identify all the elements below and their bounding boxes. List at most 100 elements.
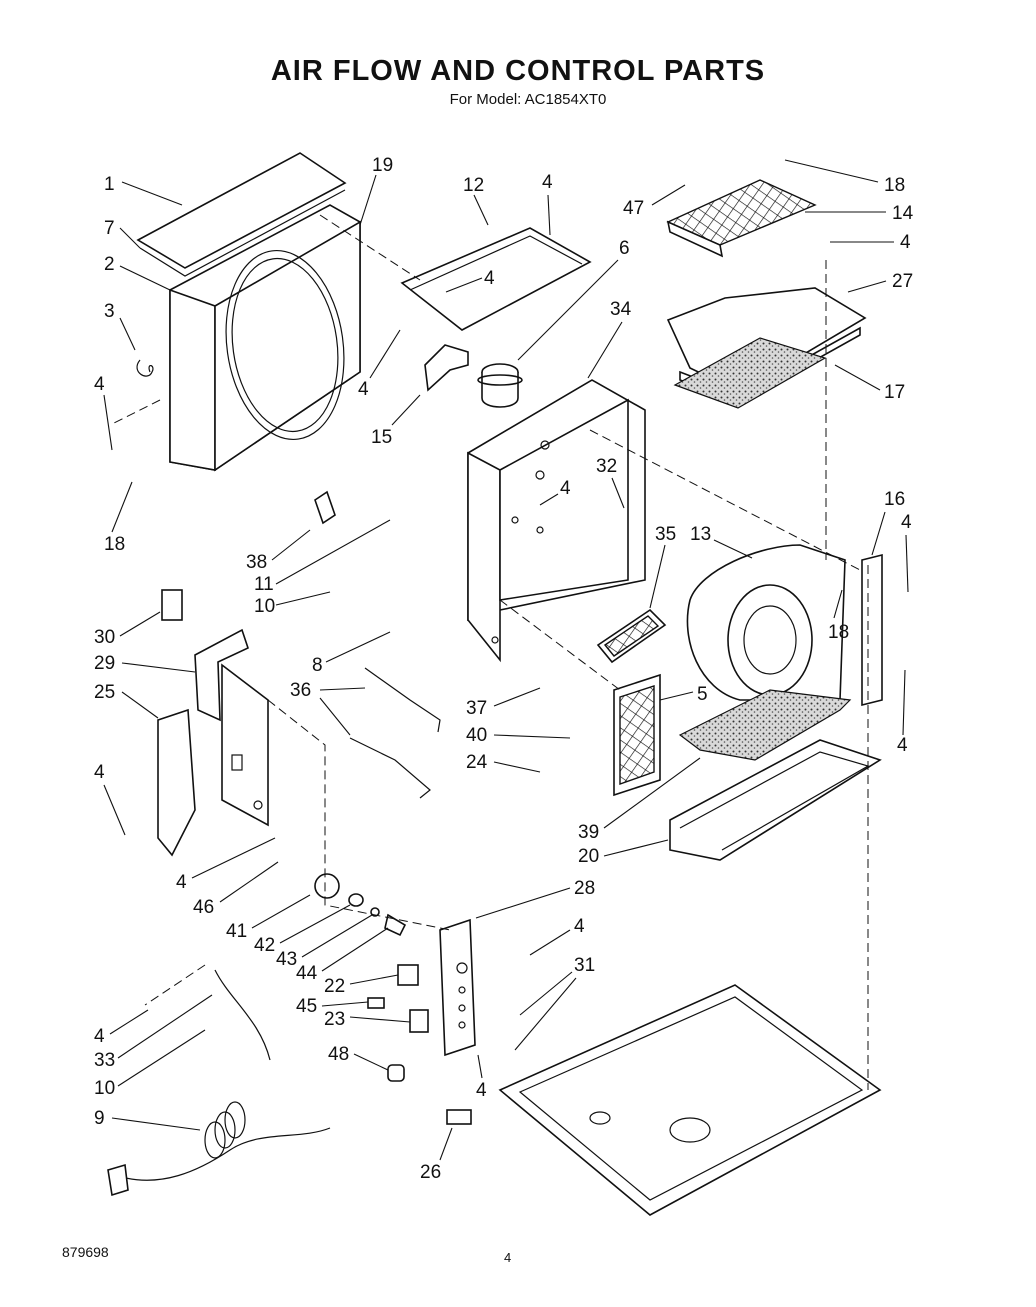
- svg-text:48: 48: [328, 1044, 349, 1065]
- svg-text:4: 4: [176, 872, 187, 893]
- callout-10a: 10: [254, 591, 331, 617]
- model-subtitle: For Model: AC1854XT0: [449, 91, 607, 108]
- cover-plate: [400, 227, 592, 331]
- thermostat: [384, 913, 407, 937]
- svg-text:46: 46: [193, 897, 214, 918]
- front-panel: [169, 204, 361, 472]
- callout-4c: 4: [445, 268, 495, 293]
- svg-text:24: 24: [466, 752, 488, 773]
- callout-47: 47: [623, 184, 686, 219]
- svg-text:4: 4: [94, 762, 105, 783]
- louver-grille-lower: [613, 673, 661, 797]
- svg-text:29: 29: [94, 653, 115, 674]
- callout-4b: 4: [542, 172, 553, 236]
- callout-4h: 4: [897, 669, 908, 756]
- callout-12: 12: [463, 175, 489, 226]
- svg-text:4: 4: [900, 232, 911, 253]
- callout-26: 26: [420, 1127, 453, 1183]
- blower-housing: [686, 544, 846, 701]
- svg-text:25: 25: [94, 682, 115, 703]
- callout-4e: 4: [830, 232, 911, 253]
- svg-text:17: 17: [884, 382, 905, 403]
- callout-labels: 1 7 2 3 4 18 19 12 4 4 6 34 15 4 47 18 1…: [94, 155, 914, 1183]
- callout-24: 24: [466, 752, 541, 773]
- callout-43: 43: [276, 914, 373, 970]
- callout-28: 28: [475, 878, 595, 919]
- callout-15: 15: [371, 394, 421, 448]
- page-number: 4: [504, 1250, 512, 1265]
- svg-text:32: 32: [596, 456, 617, 477]
- callout-48: 48: [328, 1044, 389, 1071]
- callout-37: 37: [466, 687, 541, 719]
- knob-washer: [370, 907, 380, 917]
- svg-text:10: 10: [94, 1078, 115, 1099]
- shroud-top: [666, 287, 867, 409]
- callout-9: 9: [94, 1108, 201, 1131]
- svg-text:31: 31: [574, 955, 595, 976]
- svg-text:4: 4: [574, 916, 585, 937]
- callout-41: 41: [226, 894, 311, 942]
- svg-text:4: 4: [560, 478, 571, 499]
- callout-5: 5: [659, 684, 708, 705]
- callout-27: 27: [847, 271, 913, 293]
- callout-42: 42: [254, 904, 351, 956]
- callout-35: 35: [649, 524, 676, 609]
- svg-text:47: 47: [623, 198, 644, 219]
- svg-text:9: 9: [94, 1108, 105, 1129]
- callout-18c: 18: [828, 589, 849, 643]
- callout-29: 29: [94, 653, 196, 674]
- svg-text:42: 42: [254, 935, 275, 956]
- svg-text:7: 7: [104, 218, 115, 239]
- svg-text:4: 4: [94, 374, 105, 395]
- power-cord: [107, 969, 331, 1197]
- callout-11: 11: [254, 519, 391, 595]
- callout-1: 1: [104, 174, 183, 206]
- document-number: 879698: [62, 1244, 109, 1260]
- drain-pan: [669, 739, 882, 861]
- svg-text:36: 36: [290, 680, 311, 701]
- svg-text:12: 12: [463, 175, 484, 196]
- svg-text:4: 4: [476, 1080, 487, 1101]
- callout-7: 7: [104, 218, 141, 249]
- callout-3: 3: [104, 301, 136, 351]
- svg-text:33: 33: [94, 1050, 115, 1071]
- callout-33: 33: [94, 994, 213, 1071]
- svg-text:8: 8: [312, 655, 323, 676]
- svg-text:43: 43: [276, 949, 297, 970]
- svg-text:23: 23: [324, 1009, 345, 1030]
- knob-insert: [348, 893, 364, 907]
- svg-text:4: 4: [358, 379, 369, 400]
- foam-block: [446, 1109, 472, 1125]
- callout-25: 25: [94, 682, 159, 719]
- svg-text:34: 34: [610, 299, 632, 320]
- relay: [409, 1009, 429, 1033]
- svg-text:40: 40: [466, 725, 487, 746]
- callout-36: 36: [290, 680, 366, 736]
- callout-4k: 4: [529, 916, 585, 956]
- callout-34: 34: [587, 299, 632, 379]
- capacitor: [477, 363, 523, 408]
- callout-38: 38: [246, 529, 311, 573]
- svg-text:20: 20: [578, 846, 599, 867]
- svg-text:4: 4: [484, 268, 495, 289]
- svg-text:4: 4: [897, 735, 908, 756]
- svg-text:6: 6: [619, 238, 630, 259]
- support-rod-upper: [364, 667, 441, 733]
- cord-bushing: [387, 1064, 405, 1082]
- callout-18a: 18: [104, 481, 133, 555]
- support-rod-lower: [349, 737, 431, 799]
- svg-text:4: 4: [542, 172, 553, 193]
- callout-31: 31: [514, 955, 595, 1051]
- callout-32: 32: [596, 456, 625, 509]
- wire-clip: [314, 490, 336, 525]
- callout-8: 8: [312, 631, 391, 676]
- base-pan: [498, 984, 882, 1216]
- callout-4a: 4: [94, 374, 113, 451]
- svg-text:22: 22: [324, 976, 345, 997]
- svg-text:26: 26: [420, 1162, 441, 1183]
- callout-18b: 18: [784, 159, 905, 196]
- callout-4f: 4: [539, 478, 571, 506]
- callout-13: 13: [690, 524, 753, 559]
- callout-22: 22: [324, 974, 399, 997]
- spring-clip: [136, 359, 154, 377]
